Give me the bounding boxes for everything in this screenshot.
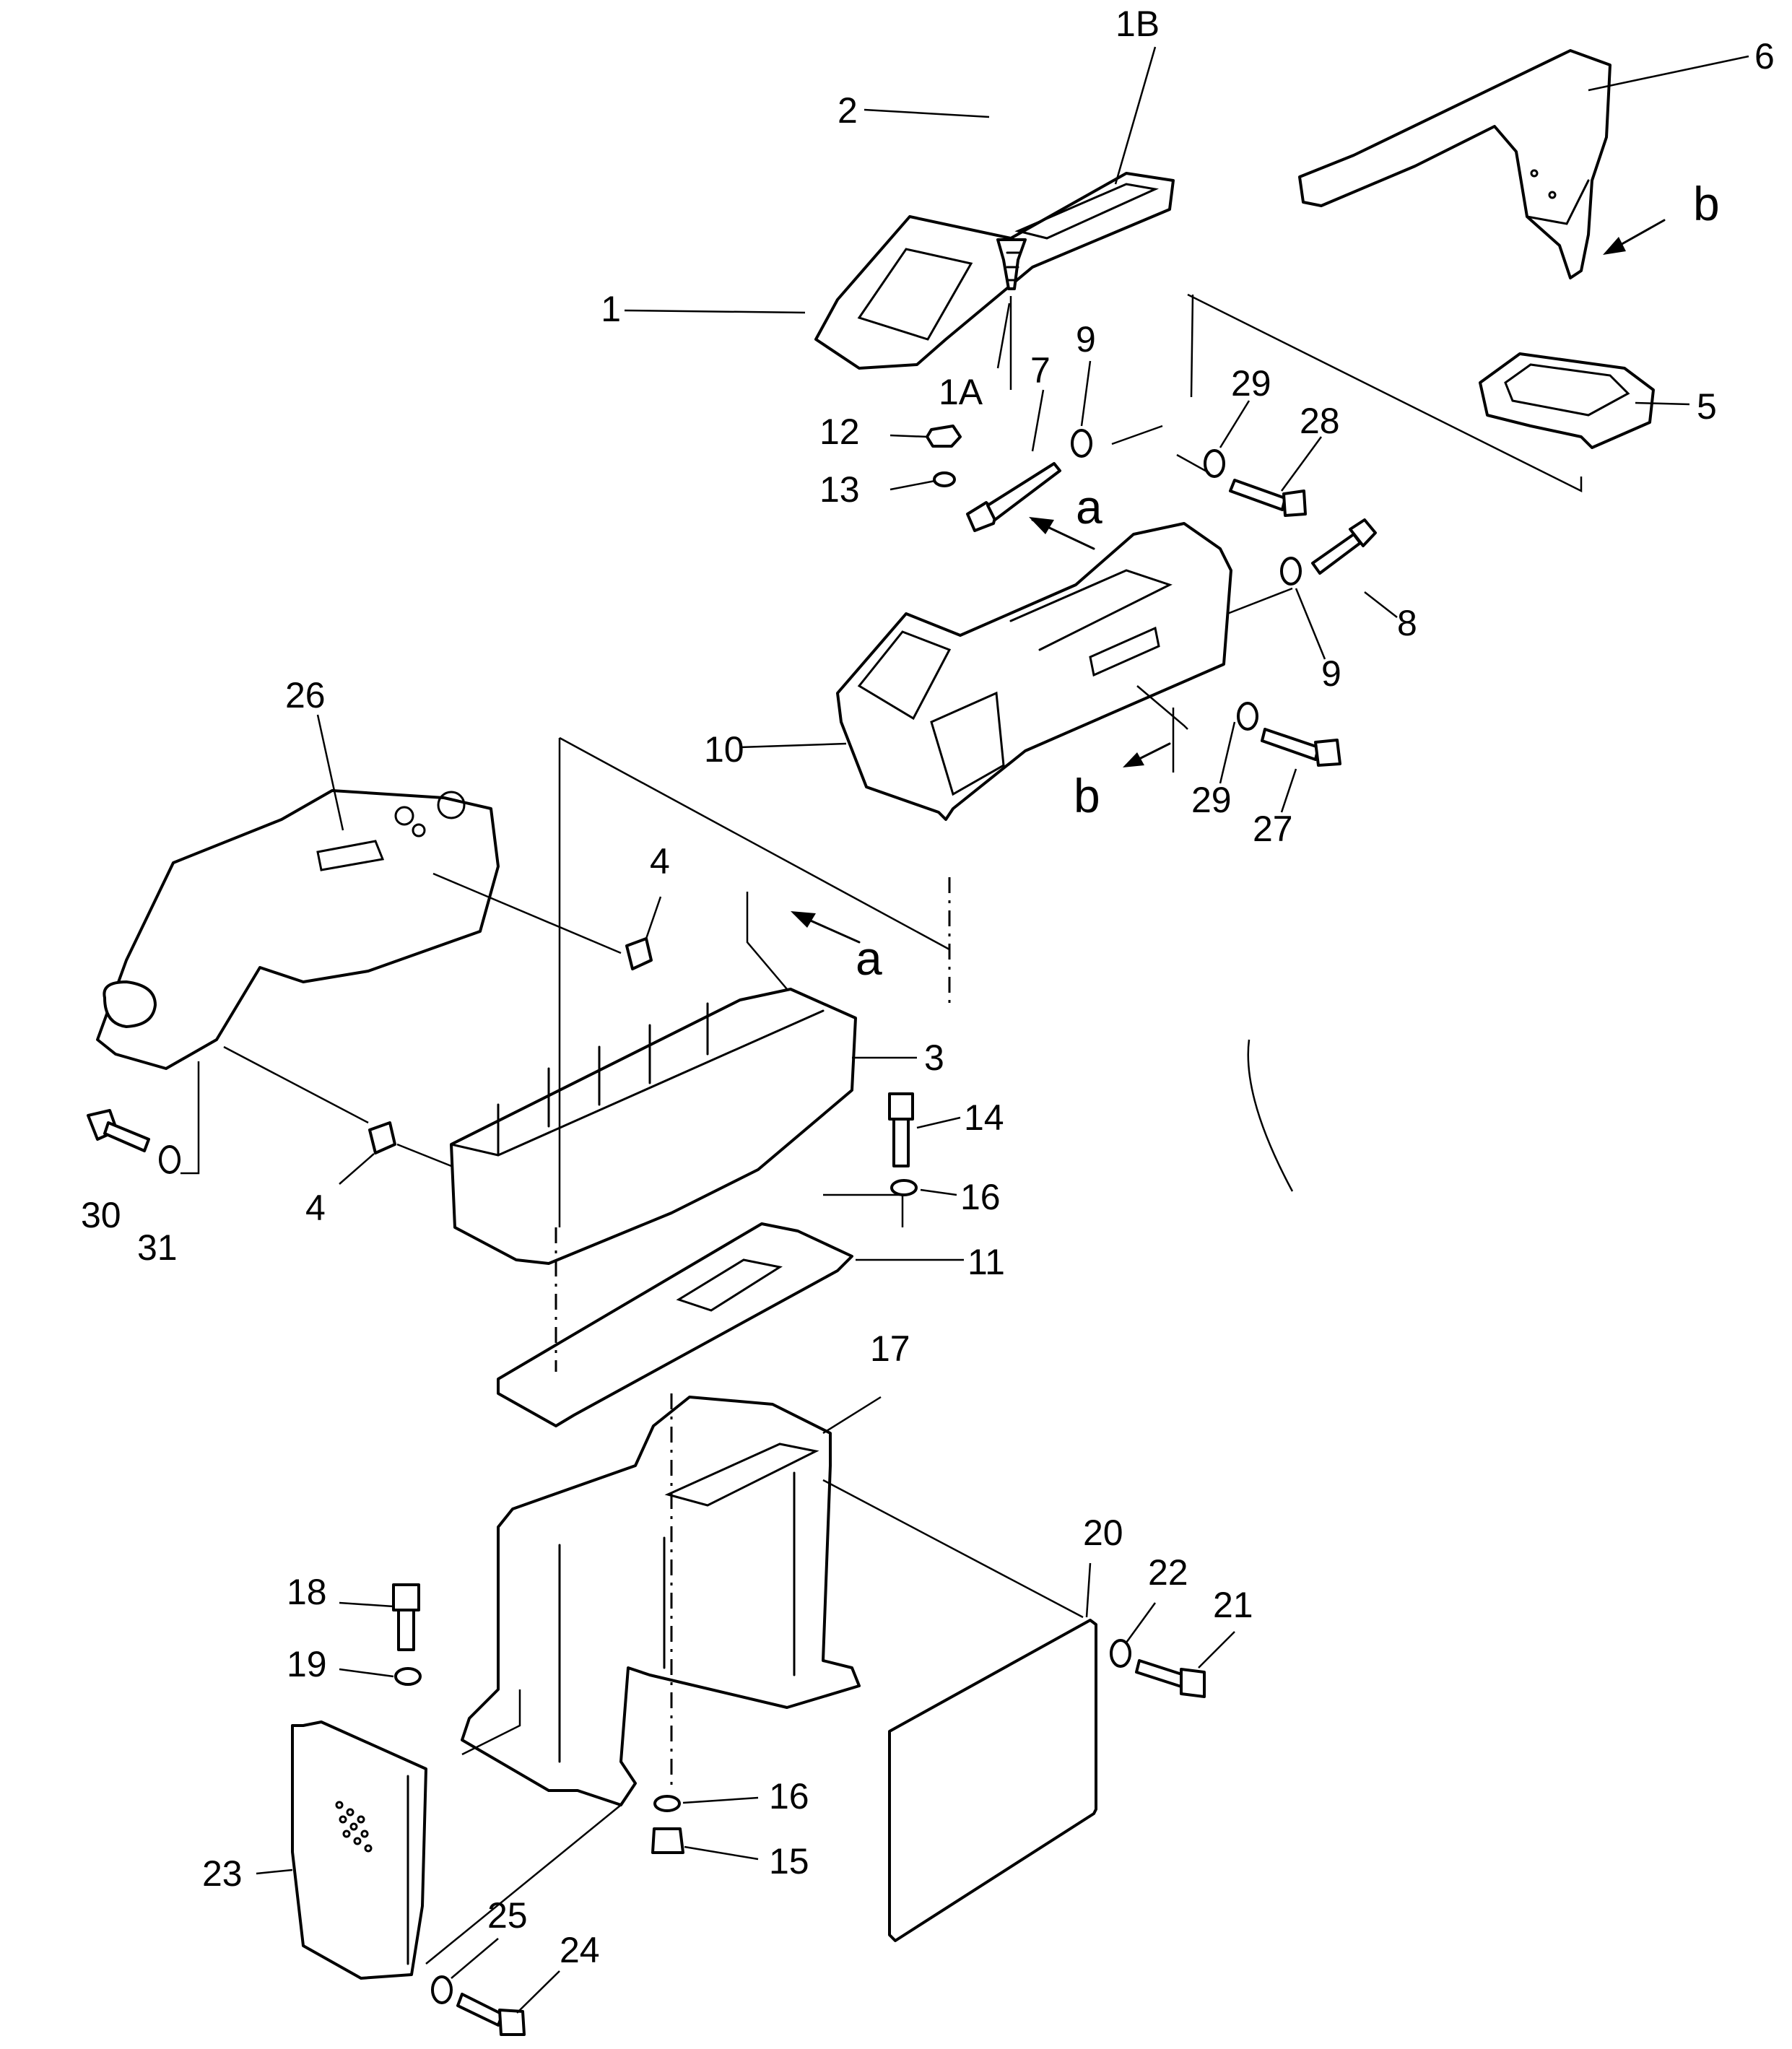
- view-letter-b-top: b: [1693, 177, 1720, 230]
- part-27-bolt: [1261, 728, 1341, 767]
- callout-23: 23: [202, 1853, 243, 1894]
- view-arrow-a-top: [1029, 517, 1095, 550]
- callout-29-top: 29: [1231, 363, 1271, 404]
- callout-20: 20: [1083, 1513, 1123, 1553]
- part-30-bolt: [87, 1109, 150, 1152]
- part-7-bolt: [966, 462, 1061, 532]
- part-12-nut: [926, 425, 962, 448]
- callout-7: 7: [1030, 350, 1051, 391]
- part-2-screw: [996, 238, 1027, 290]
- part-4-spacer: [625, 937, 653, 970]
- callout-14: 14: [964, 1097, 1004, 1138]
- callout-24: 24: [560, 1930, 600, 1970]
- part-16-washer-lower: [653, 1795, 681, 1812]
- part-14-bolt: [888, 1092, 914, 1167]
- callout-30: 30: [81, 1195, 121, 1235]
- part-6-handle: [1298, 49, 1612, 279]
- callout-16-top: 16: [960, 1177, 1001, 1217]
- callout-21: 21: [1213, 1585, 1253, 1625]
- part-31-washer: [159, 1145, 180, 1174]
- callout-12: 12: [819, 412, 860, 452]
- callout-13: 13: [819, 469, 860, 510]
- part-3-lower-box: [450, 988, 857, 1265]
- callout-2: 2: [838, 90, 858, 131]
- callout-31: 31: [137, 1227, 178, 1268]
- part-24-bolt: [456, 1993, 526, 2036]
- view-arrow-a-lower: [791, 911, 861, 944]
- callout-1: 1: [601, 289, 621, 329]
- callout-8: 8: [1397, 603, 1417, 643]
- view-letter-a-top: a: [1076, 480, 1102, 534]
- part-21-bolt: [1135, 1659, 1206, 1698]
- callout-9-top: 9: [1076, 319, 1096, 360]
- part-10-console-housing: [836, 522, 1232, 821]
- part-8-bolt: [1311, 518, 1377, 575]
- callout-10: 10: [704, 729, 744, 770]
- part-20-panel: [888, 1619, 1097, 1942]
- part-23-side-cover: [291, 1720, 427, 1980]
- callout-3: 3: [924, 1037, 944, 1078]
- part-18-bolt: [392, 1583, 420, 1651]
- callout-1B: 1B: [1115, 4, 1160, 44]
- callout-1A: 1A: [939, 372, 983, 412]
- part-28-bolt: [1229, 479, 1307, 517]
- callout-26: 26: [285, 675, 326, 715]
- part-9-washer: [1071, 429, 1092, 458]
- part-15-nut: [651, 1827, 684, 1854]
- view-arrow-b-lower: [1123, 742, 1171, 767]
- part-9-washer-lower: [1280, 557, 1302, 586]
- part-19-washer: [394, 1667, 422, 1686]
- part-26-front-cover: [96, 789, 500, 1070]
- callout-22: 22: [1148, 1552, 1188, 1593]
- callout-18: 18: [287, 1572, 327, 1612]
- part-16-washer: [890, 1179, 918, 1196]
- part-29-washer: [1204, 449, 1225, 478]
- view-letter-b-lower: b: [1074, 769, 1100, 822]
- callout-28: 28: [1300, 401, 1340, 441]
- callout-4-top: 4: [650, 841, 670, 882]
- part-4-spacer-lower: [368, 1121, 396, 1154]
- callout-leaders: [256, 46, 1749, 2014]
- part-11-plate: [497, 1222, 853, 1427]
- callout-29-lower: 29: [1191, 780, 1232, 820]
- part-25-washer: [431, 1975, 453, 2004]
- callout-16-lower: 16: [769, 1776, 809, 1817]
- part-17-frame: [461, 1396, 861, 1806]
- callout-15: 15: [769, 1841, 809, 1881]
- callout-19: 19: [287, 1644, 327, 1684]
- callout-25: 25: [487, 1895, 528, 1936]
- part-29-washer-lower: [1237, 702, 1258, 731]
- view-arrow-b-right: [1603, 219, 1666, 255]
- part-22-washer: [1110, 1639, 1131, 1668]
- view-letter-a-lower: a: [856, 931, 882, 985]
- part-5-bracket: [1479, 352, 1655, 449]
- callout-labels: 1B 2 6 1 1A 12 13 7 9 29 28 5 8 9 29 27 …: [81, 4, 1775, 1970]
- part-13-washer: [933, 471, 956, 487]
- callout-4-lower: 4: [305, 1188, 326, 1228]
- callout-5: 5: [1697, 386, 1717, 427]
- callout-17: 17: [870, 1328, 910, 1369]
- part-1-top-cover: [814, 172, 1175, 370]
- callout-11: 11: [967, 1242, 1005, 1282]
- callout-27: 27: [1253, 809, 1293, 849]
- callout-6: 6: [1754, 36, 1775, 77]
- callout-9-lower: 9: [1321, 653, 1341, 694]
